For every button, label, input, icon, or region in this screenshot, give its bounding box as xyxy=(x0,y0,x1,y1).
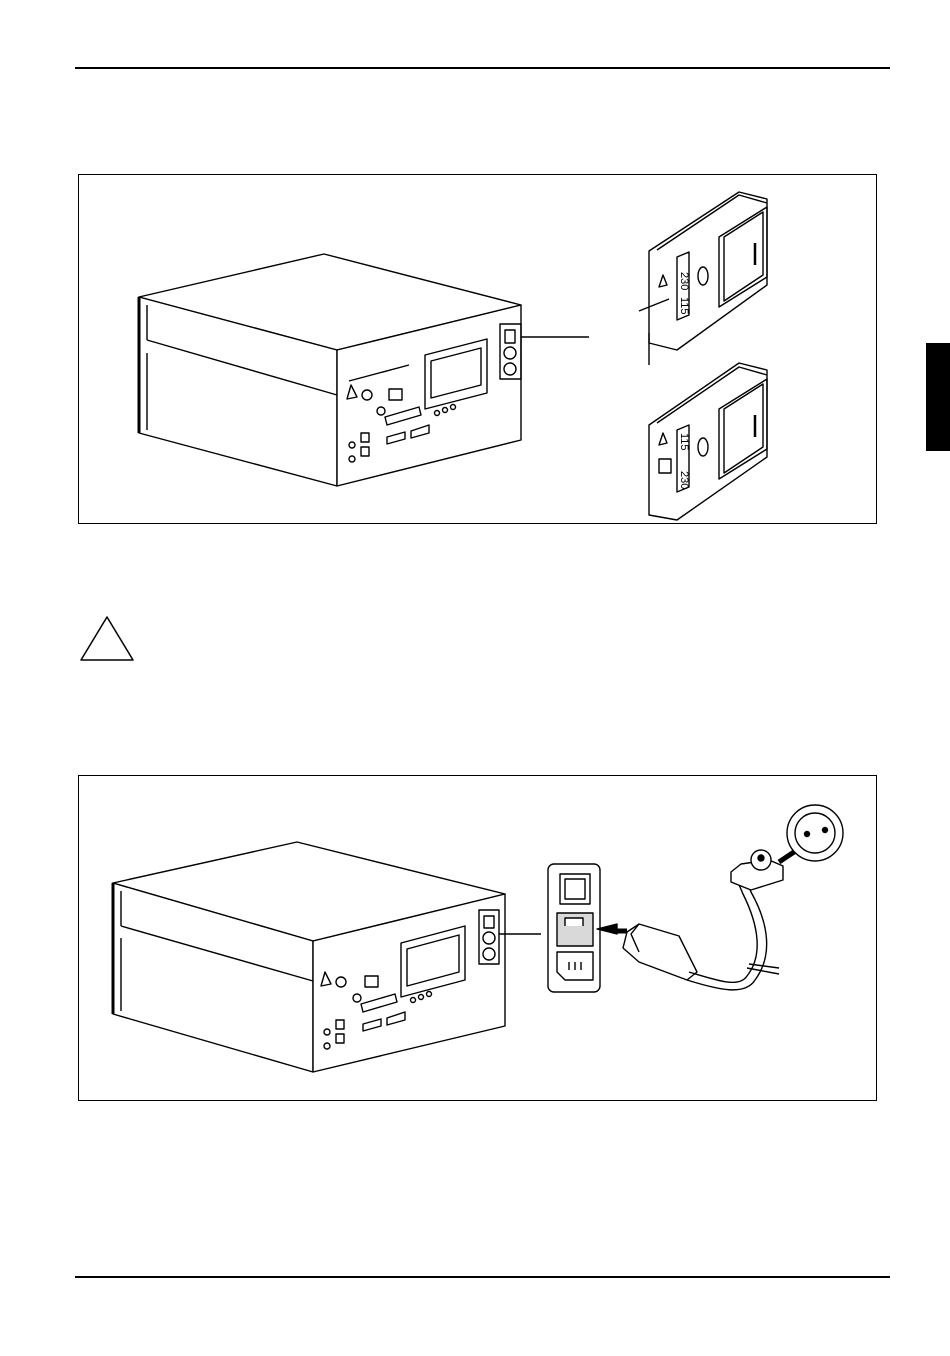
chapter-tab-marker xyxy=(926,343,950,451)
computer-rear-icon xyxy=(139,254,589,486)
voltage-selector-illustration: 230 115 115 230 xyxy=(79,175,878,525)
switch-top-label-b: 115 xyxy=(678,297,690,315)
voltage-switch-bottom-icon xyxy=(649,363,767,520)
voltage-switch-top-icon xyxy=(639,192,767,365)
switch-bottom-label-a: 115 xyxy=(678,433,690,451)
switch-top-label-a: 230 xyxy=(678,272,690,290)
power-connection-illustration xyxy=(79,776,878,1102)
power-inlet-icon xyxy=(548,864,600,992)
wall-socket-icon xyxy=(787,805,843,861)
figure-power-connection xyxy=(78,775,877,1101)
header-rule xyxy=(75,67,890,69)
switch-bottom-label-b: 230 xyxy=(678,471,690,489)
computer-rear-icon xyxy=(113,842,541,1072)
footer-rule xyxy=(75,1276,890,1278)
power-plug-icon xyxy=(731,850,783,890)
warning-triangle-icon xyxy=(78,614,136,664)
figure-voltage-selector: 230 115 115 230 xyxy=(78,174,877,524)
power-cord-icon xyxy=(623,878,779,990)
